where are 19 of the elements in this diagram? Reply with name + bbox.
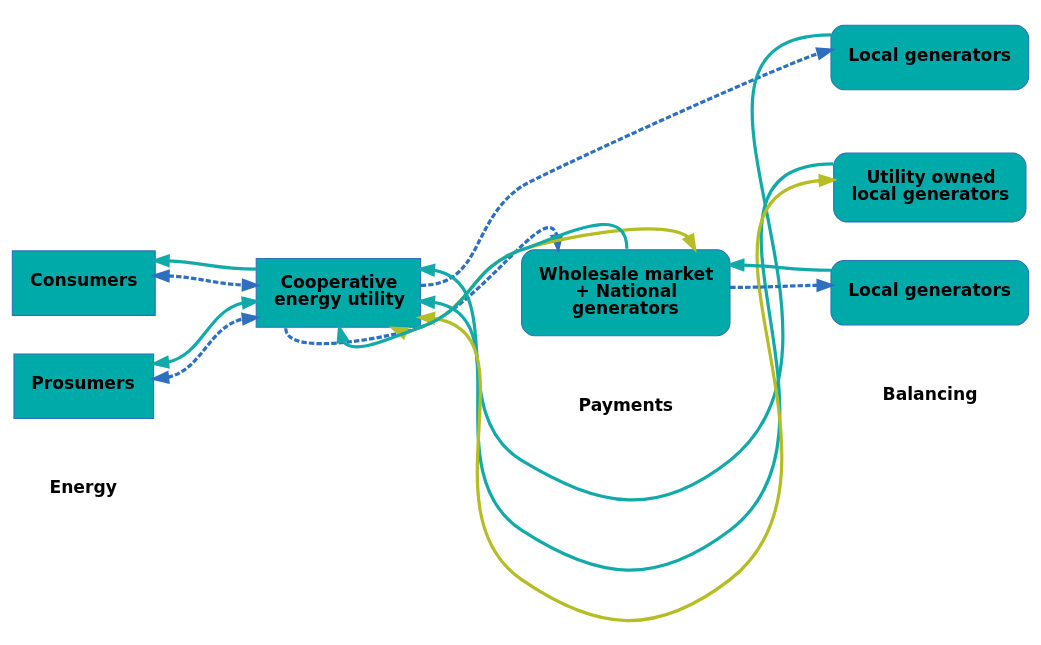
arrow bbox=[149, 311, 262, 384]
arrow bbox=[725, 257, 831, 272]
node-box: Wholesale market + National generators bbox=[521, 248, 731, 336]
node-box: Prosumers bbox=[13, 353, 155, 419]
node-box: Consumers bbox=[11, 249, 156, 316]
node-box: Utility owned local generators bbox=[833, 152, 1027, 222]
arrow bbox=[420, 46, 836, 287]
legend-label: Payments bbox=[578, 394, 674, 415]
arrow bbox=[150, 268, 262, 292]
legend-label: Energy bbox=[49, 476, 117, 497]
arrow bbox=[149, 295, 262, 369]
node-box: Local generators bbox=[830, 24, 1030, 90]
arrow bbox=[150, 253, 257, 271]
arrow bbox=[730, 278, 836, 292]
node-box: Local generators bbox=[830, 259, 1030, 326]
arrow bbox=[415, 32, 832, 501]
node-box: Cooperative energy utility bbox=[255, 257, 422, 328]
arrow bbox=[336, 222, 629, 348]
legend-label: Balancing bbox=[882, 383, 978, 404]
